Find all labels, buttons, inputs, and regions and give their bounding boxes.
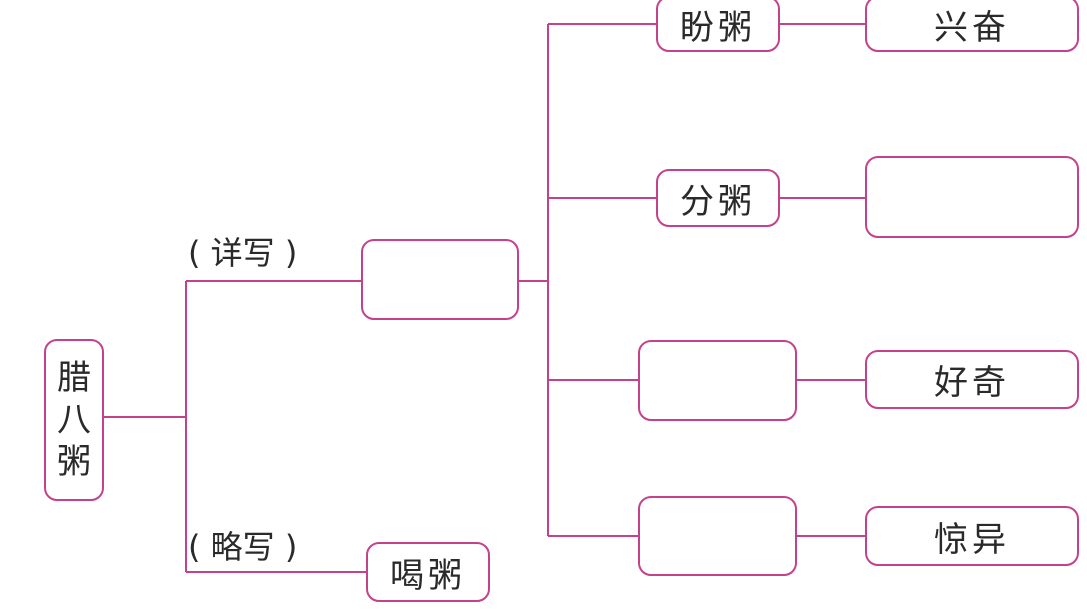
feeling-1-node: 兴奋 — [865, 0, 1079, 52]
event-1-node: 盼粥 — [656, 0, 780, 52]
detailed-answer-box[interactable] — [361, 239, 519, 320]
brief-label: ( 略写 ) — [188, 528, 298, 566]
event-2-node: 分粥 — [656, 169, 780, 227]
detailed-label: ( 详写 ) — [188, 234, 298, 272]
feeling-4-node: 惊异 — [865, 506, 1079, 566]
root-node: 腊 八 粥 — [44, 339, 104, 501]
root-char-3: 粥 — [57, 442, 91, 482]
root-char-2: 八 — [57, 400, 91, 440]
event-4-answer-box[interactable] — [638, 496, 797, 576]
root-char-1: 腊 — [57, 358, 91, 398]
brief-node: 喝粥 — [366, 542, 490, 602]
feeling-3-node: 好奇 — [865, 350, 1079, 409]
event-3-answer-box[interactable] — [638, 340, 797, 421]
feeling-2-answer-box[interactable] — [865, 156, 1079, 238]
